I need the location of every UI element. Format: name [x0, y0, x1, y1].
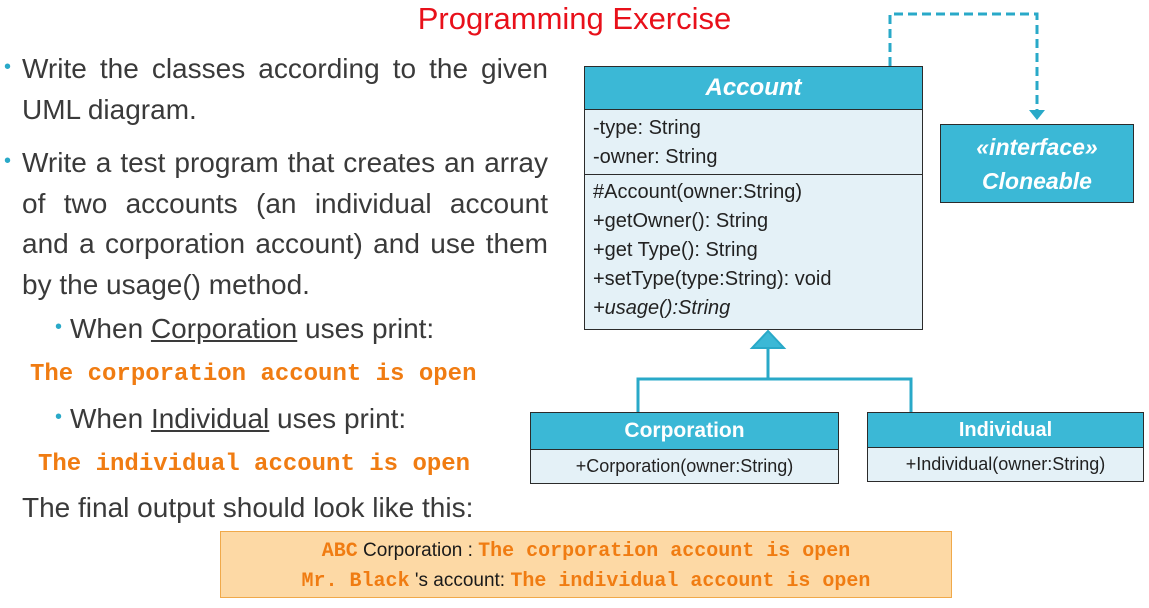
bullet-dot-icon: •: [4, 150, 12, 172]
output-line-individual: Mr. Black 's account: The individual acc…: [301, 570, 871, 593]
output-corporation-message: The corporation account is open: [478, 540, 851, 563]
corporation-constructor: +Corporation(owner:String): [575, 456, 794, 476]
uml-class-corporation: Corporation +Corporation(owner:String): [530, 412, 839, 484]
account-methods: #Account(owner:String) +getOwner(): Stri…: [585, 174, 922, 323]
individual-output-text: The individual account is open: [38, 451, 471, 478]
attribute-type: -type: String: [593, 117, 701, 139]
sub-bullet-individual: When Individual uses print:: [70, 403, 407, 434]
realization-dashed-line: [888, 12, 1039, 110]
interface-name: Cloneable: [982, 168, 1092, 194]
attribute-owner: -owner: String: [593, 146, 718, 168]
method-get-owner: +getOwner(): String: [593, 210, 769, 232]
output-line-corporation: ABC Corporation : The corporation accoun…: [321, 540, 851, 563]
output-mr-black-name: Mr. Black: [301, 570, 410, 593]
uml-interface-cloneable: «interface» Cloneable: [940, 124, 1134, 203]
inheritance-triangle-icon: [749, 329, 787, 349]
account-class-name: Account: [585, 67, 922, 110]
sub-bullet-dot-icon: •: [55, 316, 63, 338]
output-individual-message: The individual account is open: [510, 570, 871, 593]
final-output-box: ABC Corporation : The corporation accoun…: [220, 531, 952, 598]
sub-bullet-corporation: When Corporation uses print:: [70, 313, 435, 344]
method-usage-abstract: +usage():String: [593, 297, 731, 319]
sub-bullet-dot-icon: •: [55, 406, 63, 428]
uml-class-individual: Individual +Individual(owner:String): [867, 412, 1144, 482]
final-output-caption: The final output should look like this:: [22, 492, 474, 523]
bullet-test-program: Write a test program that creates an arr…: [22, 143, 548, 305]
page-title: Programming Exercise: [417, 1, 732, 36]
corporation-output-text: The corporation account is open: [30, 361, 477, 388]
method-set-type: +setType(type:String): void: [593, 268, 832, 290]
interface-stereotype: «interface»: [976, 134, 1098, 160]
account-attributes: -type: String -owner: String: [585, 110, 922, 174]
method-constructor: #Account(owner:String): [593, 181, 802, 203]
corporation-uml-name: Corporation: [531, 413, 838, 450]
bullet-uml-instruction: Write the classes according to the given…: [22, 49, 548, 130]
uml-class-account: Account -type: String -owner: String #Ac…: [584, 66, 923, 330]
individual-uml-name: Individual: [868, 413, 1143, 448]
bullet-text: Write a test program that creates an arr…: [22, 147, 548, 300]
bullet-text: Write the classes according to the given…: [22, 53, 548, 125]
realization-arrowhead-icon: [1029, 110, 1045, 120]
individual-class-name: Individual: [150, 403, 270, 434]
output-abc-name: ABC: [321, 540, 358, 563]
individual-constructor: +Individual(owner:String): [905, 454, 1106, 474]
inheritance-branch-line: [636, 377, 913, 412]
method-get-type: +get Type(): String: [593, 239, 758, 261]
corporation-class-name: Corporation: [150, 313, 298, 344]
bullet-dot-icon: •: [4, 56, 12, 78]
